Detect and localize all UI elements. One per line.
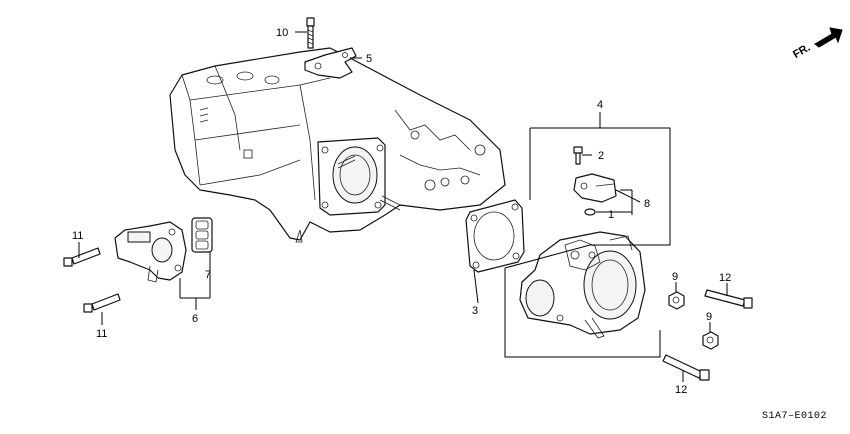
- callout-5: 5: [366, 53, 372, 65]
- diagram-code: S1A7–E0102: [762, 411, 827, 422]
- front-direction-indicator: FR.: [791, 27, 843, 61]
- intake-manifold: [169, 47, 506, 243]
- iac-valve-part-6: [114, 221, 187, 283]
- callout-11-upper: 11: [72, 230, 83, 242]
- o-ring-part-1: [584, 208, 596, 216]
- tp-sensor-part-8: [573, 173, 617, 203]
- callout-4: 4: [597, 99, 603, 111]
- bolt-part-10: [306, 17, 315, 49]
- callout-8: 8: [644, 198, 650, 210]
- bolt-part-11-lower: [83, 293, 121, 313]
- callout-12-upper: 12: [719, 272, 731, 284]
- callout-labels: 10 5 4 2 8 1 3 7 6 11 11 9 9 12 12: [72, 27, 731, 396]
- nut-part-9-lower: [702, 331, 719, 350]
- bolt-part-12-upper: [704, 289, 753, 309]
- callout-3: 3: [472, 305, 478, 317]
- front-arrow-icon: [814, 27, 843, 48]
- callout-1: 1: [608, 209, 614, 221]
- throttle-gasket-part-3: [465, 199, 525, 273]
- callout-10: 10: [276, 27, 288, 39]
- bracket-part-5: [304, 47, 357, 79]
- throttle-body-part-4: [519, 231, 646, 339]
- callout-6: 6: [192, 313, 198, 325]
- callout-11-lower: 11: [96, 328, 107, 340]
- gasket-part-7: [191, 217, 213, 253]
- callout-9-lower: 9: [706, 311, 712, 323]
- callout-12-lower: 12: [675, 384, 687, 396]
- nut-part-9-upper: [668, 291, 685, 310]
- callout-7: 7: [205, 269, 211, 281]
- bolt-part-11-upper: [63, 247, 101, 267]
- callout-9-upper: 9: [672, 271, 678, 283]
- callout-2: 2: [598, 150, 604, 162]
- bolt-part-12-lower: [662, 354, 710, 381]
- bolt-part-2: [573, 146, 583, 165]
- front-arrow-label: FR.: [791, 42, 812, 61]
- leader-lines: [78, 31, 728, 382]
